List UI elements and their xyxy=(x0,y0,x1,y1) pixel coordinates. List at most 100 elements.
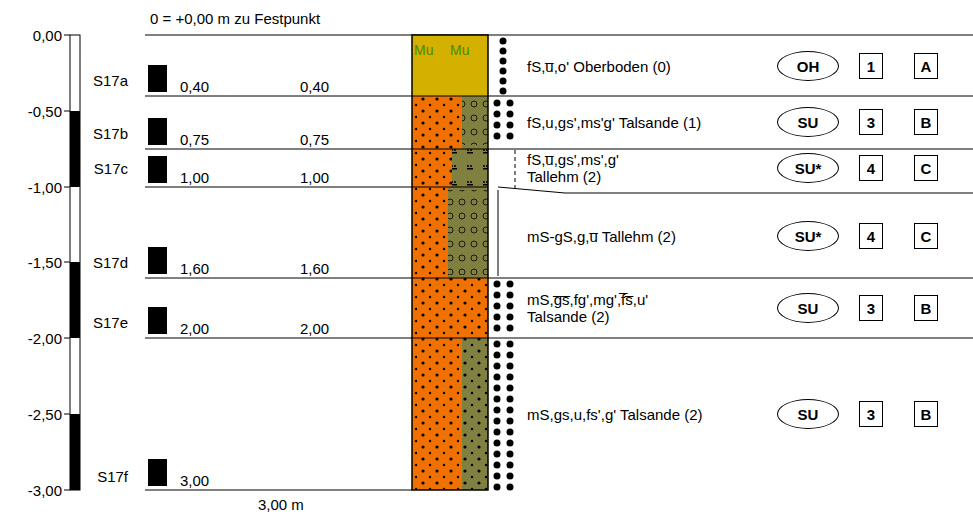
depth-dimension: 3,00 m xyxy=(258,496,304,513)
node-text: C xyxy=(921,160,932,177)
grain-dot xyxy=(507,292,514,299)
sample-label: S17f xyxy=(97,468,128,485)
node-text: B xyxy=(921,406,932,423)
soil-group-ellipse: SU* xyxy=(777,221,839,251)
class-letter-box: B xyxy=(914,295,938,321)
class-letter-box: C xyxy=(914,155,938,181)
sample-label: 1,60 xyxy=(300,260,329,277)
grain-dot xyxy=(507,100,514,107)
grain-dot xyxy=(494,100,501,107)
sample-label: 2,00 xyxy=(180,320,209,337)
grain-dot xyxy=(494,303,501,310)
grain-dot xyxy=(494,341,501,348)
grain-dot xyxy=(494,133,501,140)
grain-dot xyxy=(507,303,514,310)
sample-label: 3,00 xyxy=(180,472,209,489)
grain-dot xyxy=(507,385,514,392)
class-number-box: 1 xyxy=(859,53,883,79)
layer-description: fS,u,gs',ms'g' Talsande (1) xyxy=(527,114,707,131)
grain-dot xyxy=(494,352,501,359)
class-letter-box: B xyxy=(914,401,938,427)
node-text: SU xyxy=(798,406,819,423)
node-text: SU xyxy=(798,114,819,131)
sample-label: S17b xyxy=(93,125,128,142)
grain-dot xyxy=(494,314,501,321)
grain-dot xyxy=(494,451,501,458)
layer-description: fS,u̅,o' Oberboden (0) xyxy=(527,58,767,75)
grain-dot xyxy=(494,440,501,447)
soil-group-ellipse: SU xyxy=(777,399,839,429)
grain-dot xyxy=(500,68,507,75)
grain-dot xyxy=(494,462,501,469)
node-text: 4 xyxy=(867,228,875,245)
node-text: SU* xyxy=(795,228,822,245)
layer-description: mS,g̅s̅,fg',mg',f̅s̅,u' Talsande (2) xyxy=(527,291,707,325)
grain-dot xyxy=(494,429,501,436)
layer-description: mS-gS,g,u̅ Tallehm (2) xyxy=(527,228,767,245)
sample-label: 2,00 xyxy=(300,320,329,337)
grain-dot xyxy=(500,38,507,45)
grain-dot xyxy=(507,122,514,129)
grain-dot xyxy=(507,341,514,348)
grain-dot xyxy=(507,473,514,480)
soil-group-ellipse: SU xyxy=(777,293,839,323)
soil-symbol-text: Mu xyxy=(414,42,433,59)
axis-tick: 0,00 xyxy=(33,27,62,44)
grain-dot xyxy=(494,385,501,392)
soil-column xyxy=(412,35,488,490)
grain-dot xyxy=(494,484,501,491)
grain-dot xyxy=(494,111,501,118)
grain-dot xyxy=(494,407,501,414)
grain-dot xyxy=(507,440,514,447)
node-text: 3 xyxy=(867,300,875,317)
node-text: 1 xyxy=(867,58,875,75)
axis-tick: -3,00 xyxy=(28,482,62,499)
grain-dot xyxy=(507,314,514,321)
grain-dot xyxy=(500,58,507,65)
grain-dot xyxy=(507,462,514,469)
layer-description: mS,gs,u,fs',g' Talsande (2) xyxy=(527,406,727,423)
sample-label: 1,00 xyxy=(300,169,329,186)
soil-group-ellipse: SU xyxy=(777,107,839,137)
node-text: B xyxy=(921,300,932,317)
grain-symbols xyxy=(494,38,514,491)
class-number-box: 3 xyxy=(859,109,883,135)
grain-dot xyxy=(507,429,514,436)
depth-lines xyxy=(145,35,973,490)
grain-dot xyxy=(494,396,501,403)
soil-symbol-text: Mu xyxy=(450,42,469,59)
grain-dot xyxy=(507,281,514,288)
depth-scale xyxy=(64,35,80,490)
grain-dot xyxy=(494,363,501,370)
node-text: OH xyxy=(797,58,820,75)
node-text: B xyxy=(921,114,932,131)
grain-dot xyxy=(507,451,514,458)
grain-dot xyxy=(500,48,507,55)
class-letter-box: C xyxy=(914,223,938,249)
sample-label: S17d xyxy=(93,254,128,271)
grain-dot xyxy=(507,352,514,359)
grain-dot xyxy=(494,374,501,381)
grain-dot xyxy=(500,88,507,95)
sample-label: 0,40 xyxy=(180,78,209,95)
sample-label: 0,75 xyxy=(180,131,209,148)
class-number-box: 3 xyxy=(859,401,883,427)
grain-dot xyxy=(507,325,514,332)
axis-tick: -0,50 xyxy=(28,103,62,120)
grain-dot xyxy=(507,111,514,118)
grain-dot xyxy=(507,133,514,140)
sample-label: 0,40 xyxy=(300,78,329,95)
class-number-box: 3 xyxy=(859,295,883,321)
grain-dot xyxy=(507,484,514,491)
grain-dot xyxy=(507,407,514,414)
grain-dot xyxy=(494,281,501,288)
node-text: 3 xyxy=(867,406,875,423)
reference-note: 0 = +0,00 m zu Festpunkt xyxy=(150,10,320,27)
node-text: 4 xyxy=(867,160,875,177)
grain-dot xyxy=(507,374,514,381)
node-text: A xyxy=(921,58,932,75)
sample-label: S17e xyxy=(93,314,128,331)
class-letter-box: A xyxy=(914,53,938,79)
sample-label: S17a xyxy=(93,72,128,89)
node-text: C xyxy=(921,228,932,245)
